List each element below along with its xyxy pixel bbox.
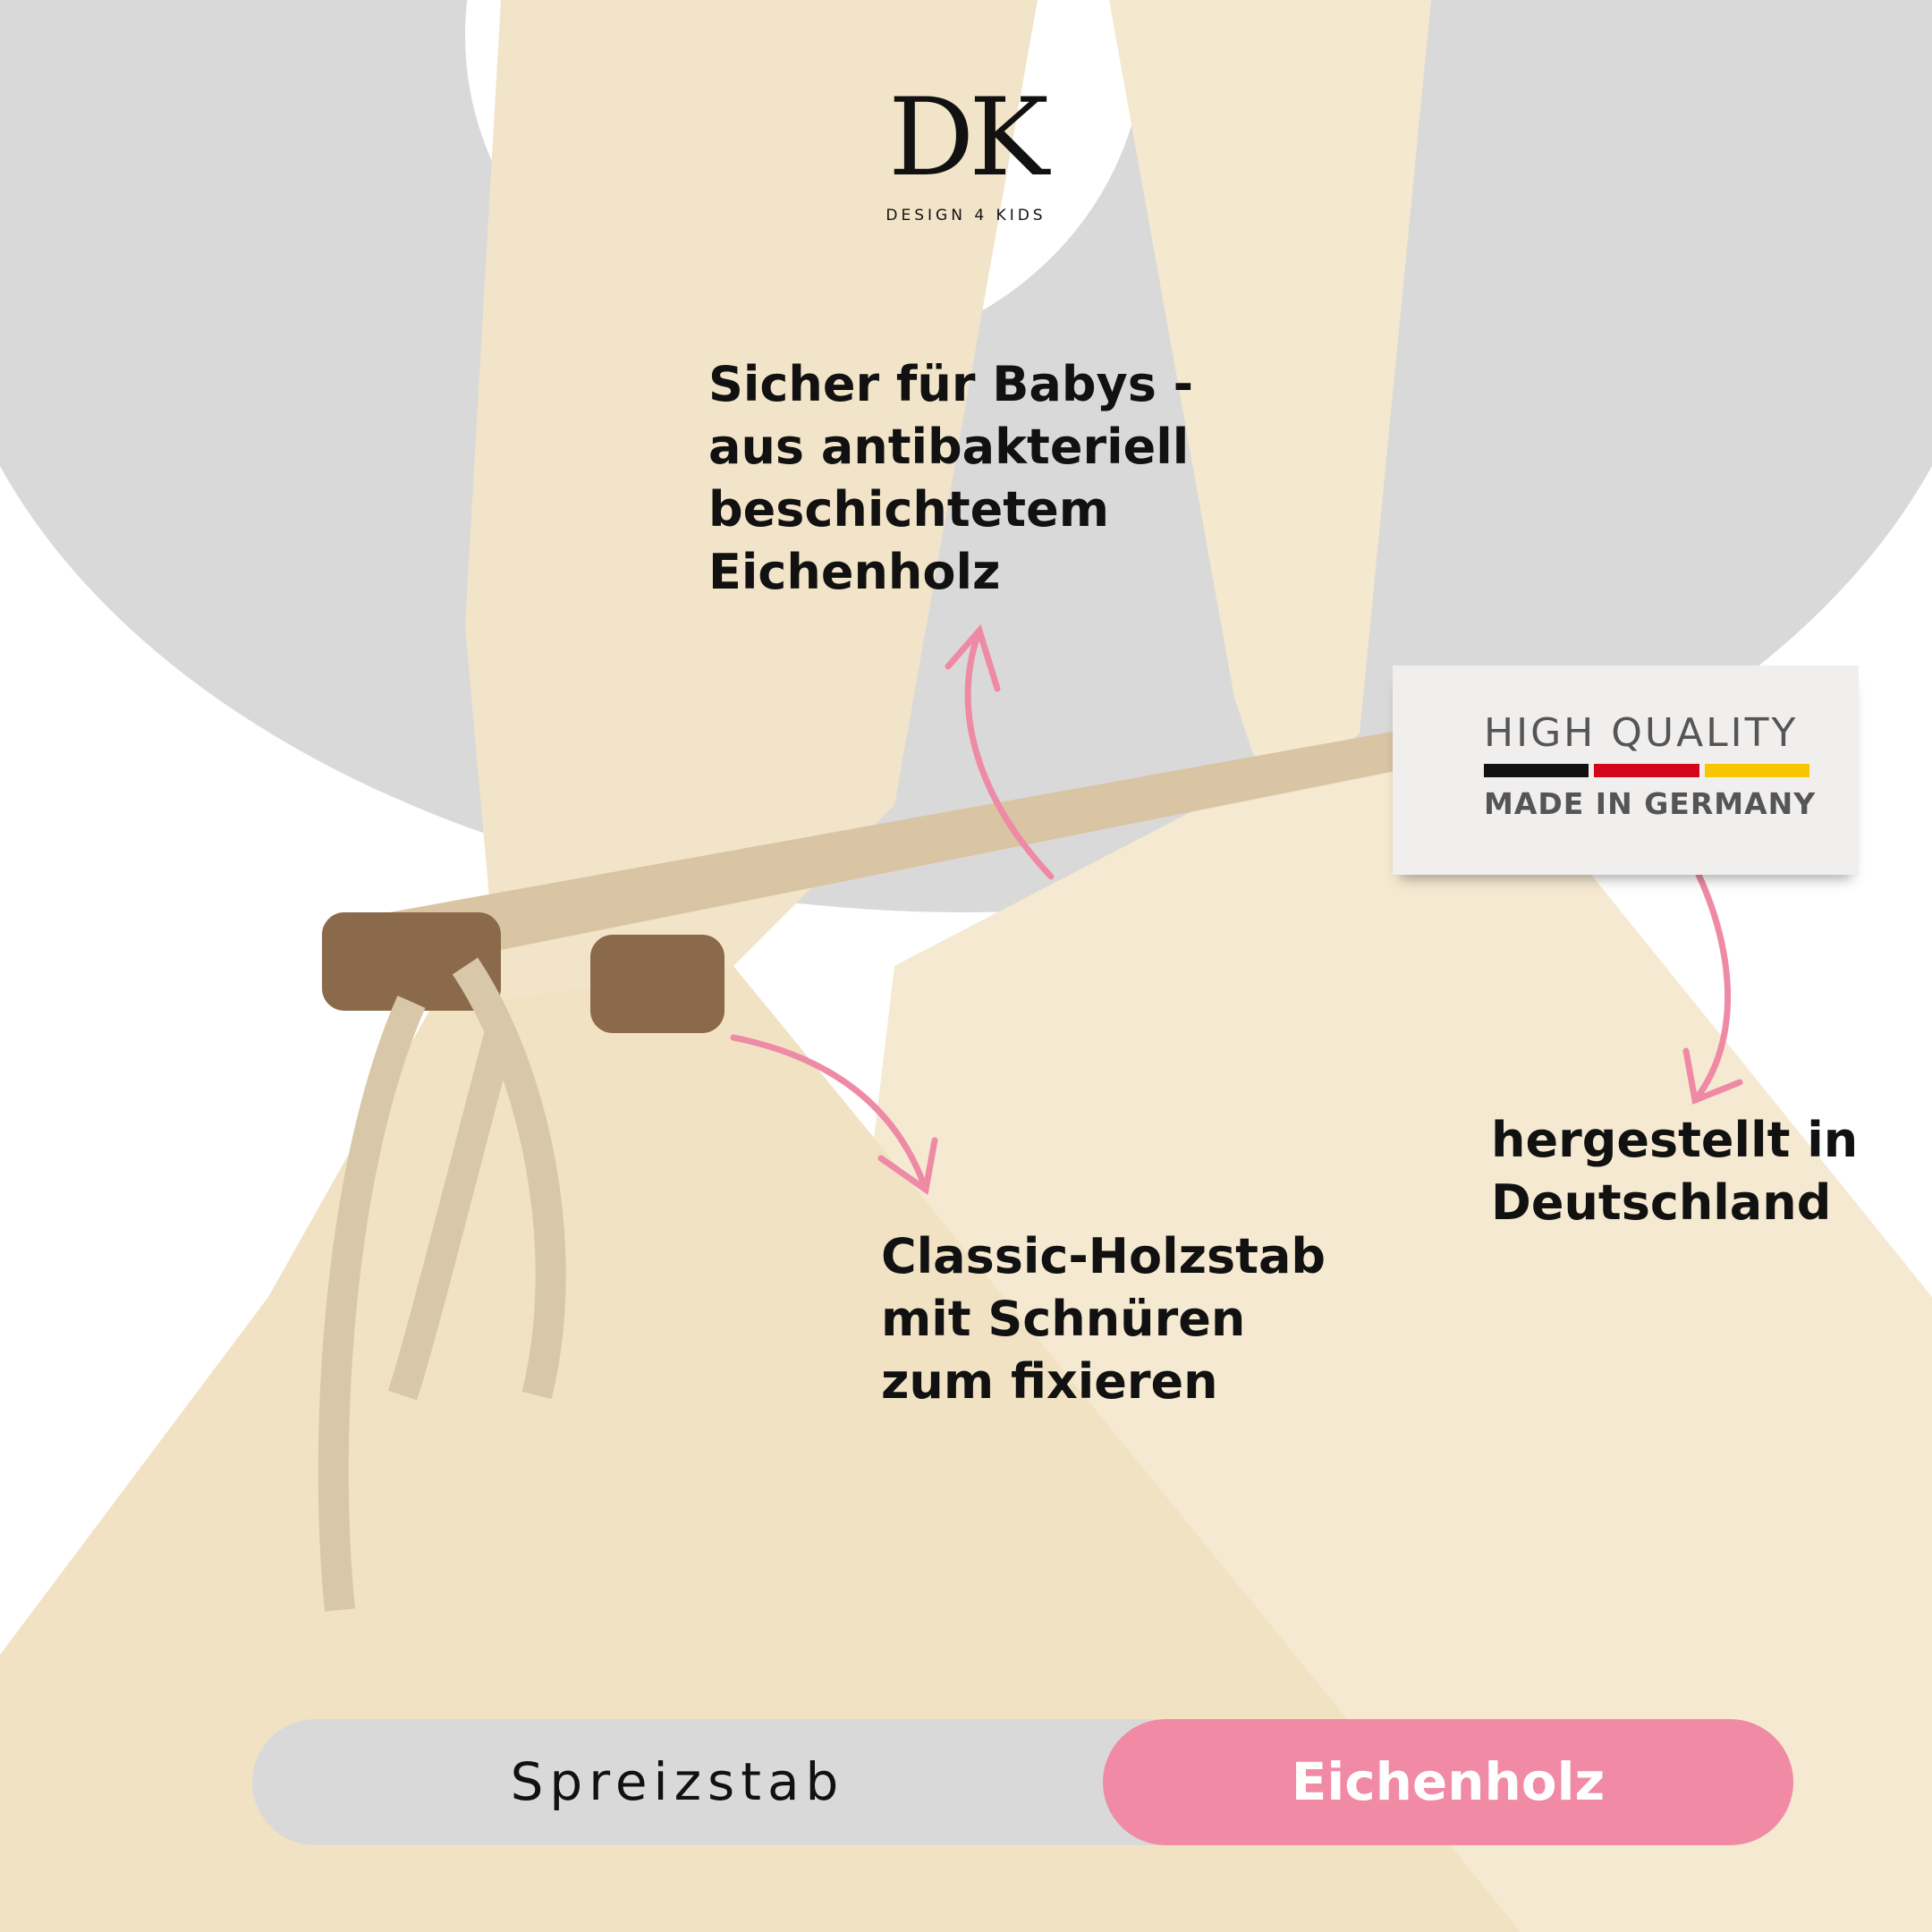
logo-letters: DK	[888, 76, 1049, 200]
callout-rod: Classic-Holzstab mit Schnüren zum fixier…	[881, 1228, 1326, 1410]
badge-title: HIGH QUALITY	[1484, 710, 1799, 756]
footer-pill: Spreizstab Eichenholz	[252, 1719, 1793, 1845]
footer-highlight: Eichenholz	[1103, 1719, 1793, 1845]
flag-gold	[1704, 764, 1809, 777]
callout-safety: Sicher für Babys - aus antibakteriell be…	[708, 356, 1194, 600]
flag-red	[1594, 764, 1699, 777]
footer-label: Spreizstab	[510, 1751, 845, 1812]
logo-tagline: DESIGN 4 KIDS	[886, 207, 1046, 225]
quality-badge: HIGH QUALITY MADE IN GERMANY	[1393, 665, 1859, 875]
flag-black	[1484, 764, 1589, 777]
callout-made-in-germany: hergestellt in Deutschland	[1491, 1112, 1859, 1231]
german-flag-stripes	[1484, 764, 1809, 777]
badge-subtitle: MADE IN GERMANY	[1484, 786, 1817, 821]
brand-logo: DK DESIGN 4 KIDS	[859, 80, 1073, 242]
